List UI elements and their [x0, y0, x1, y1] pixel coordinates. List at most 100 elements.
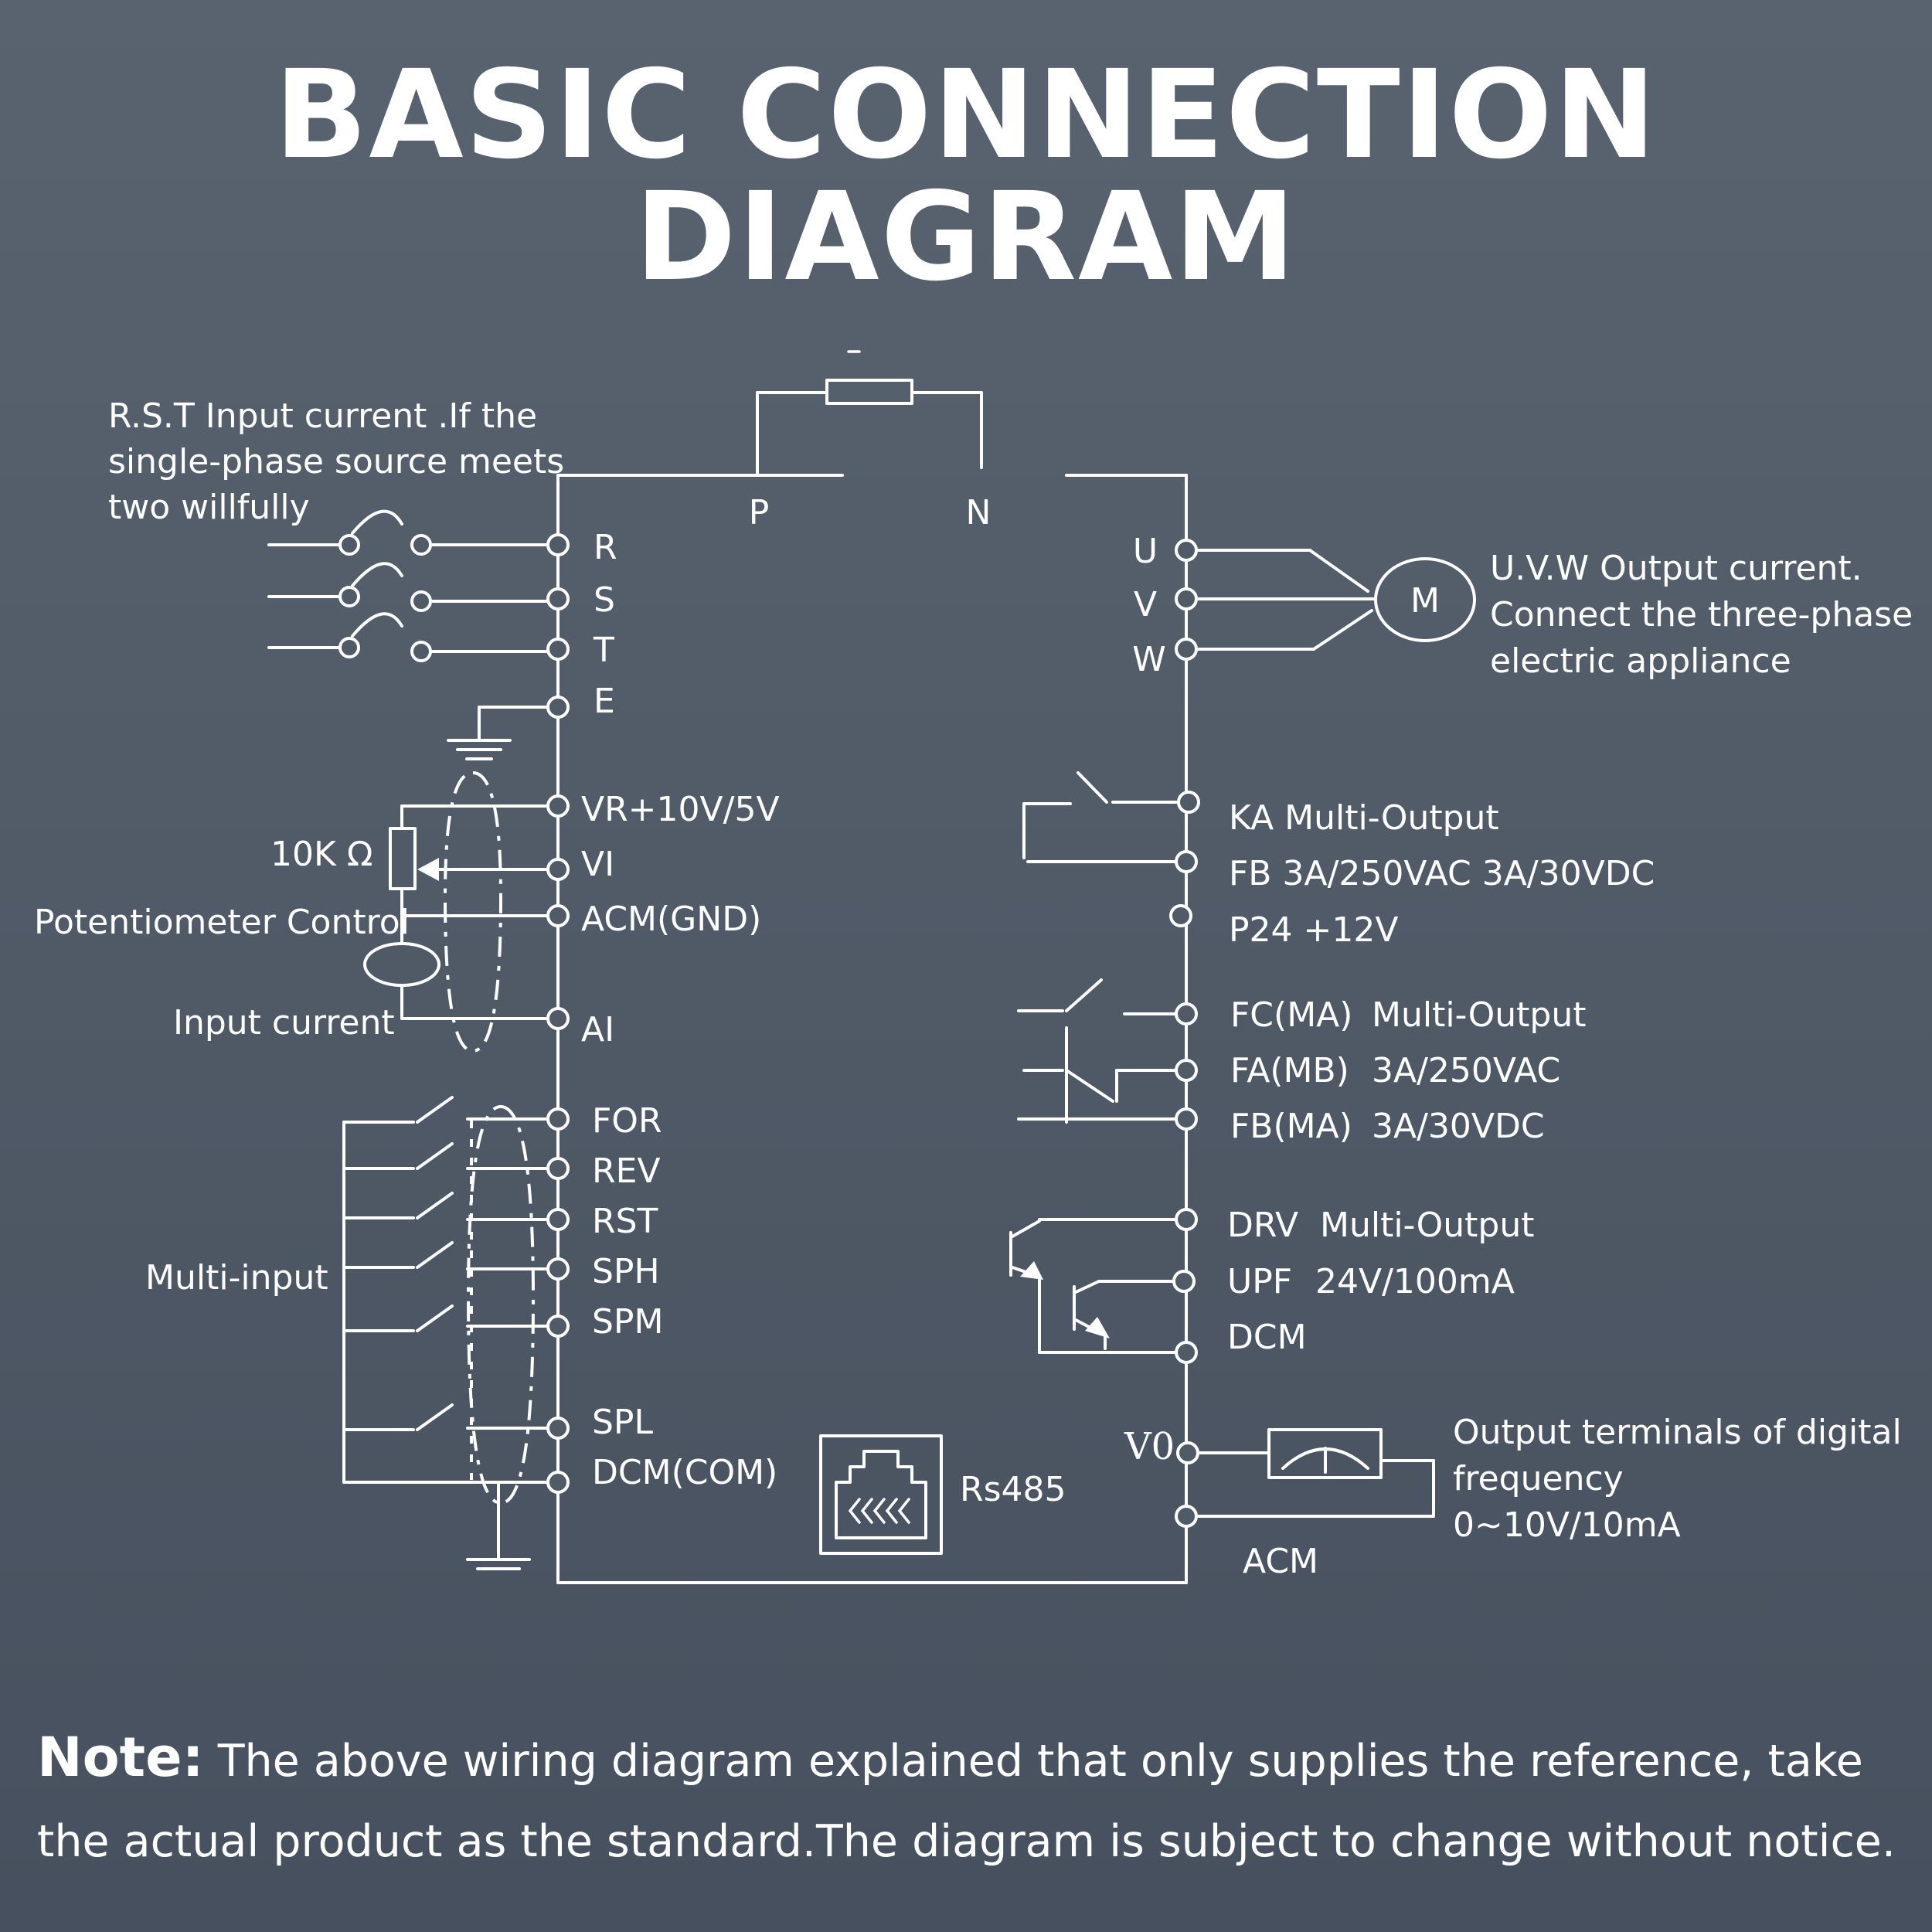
rst-note-line3: two willfully [108, 488, 310, 527]
terminal-vi: VI [581, 845, 614, 884]
terminal-rst: RST [592, 1202, 658, 1241]
potentiometer-icon [363, 804, 549, 1020]
relay1-line2: FB 3A/250VAC 3A/30VDC [1229, 854, 1655, 893]
note-heading: Note: [37, 1726, 204, 1789]
relay1-line3: P24 +12V [1229, 910, 1398, 950]
terminal-ka-dot [1177, 791, 1200, 814]
terminal-fb-ma-dot [1175, 1107, 1198, 1131]
terminal-dcm-com: DCM(COM) [592, 1453, 777, 1492]
terminal-drv-dot [1175, 1208, 1198, 1231]
terminal-acm-out: ACM [1243, 1542, 1318, 1581]
terminal-fc-dot [1175, 1002, 1198, 1026]
terminal-p: P [749, 493, 770, 532]
terminal-ai: AI [581, 1010, 614, 1049]
terminal-s-dot [546, 587, 570, 611]
potentiometer-label: Potentiometer Control [34, 903, 410, 942]
terminal-vi-dot [546, 858, 570, 881]
page-title: BASIC CONNECTION DIAGRAM [274, 44, 1658, 308]
terminal-t: T [593, 631, 614, 670]
note-text: The above wiring diagram explained that … [37, 1736, 1896, 1867]
shield-loop-analog [443, 770, 503, 1053]
terminal-acm-dot [546, 904, 570, 927]
rst-note-line1: R.S.T Input current .If the [108, 396, 537, 436]
motor-wiring [1195, 549, 1377, 651]
rst-note-line2: single-phase source meets [108, 442, 564, 481]
terminal-ai-dot [546, 1007, 570, 1030]
terminal-r: R [594, 528, 617, 567]
terminal-dcm-dot [1175, 1341, 1198, 1364]
terminal-w-dot [1175, 638, 1198, 661]
rs485-port-icon [819, 1434, 943, 1555]
motor-icon [1374, 557, 1476, 642]
frequency-meter-icon [1195, 1428, 1435, 1518]
uvw-note-line2: Connect the three-phase [1490, 595, 1913, 634]
terminal-r-dot [546, 533, 570, 556]
terminal-for: FOR [592, 1101, 662, 1141]
transistor-terminal-drv: DRV [1227, 1206, 1298, 1245]
terminal-s: S [594, 580, 615, 620]
terminal-for-dot [546, 1107, 570, 1131]
terminal-v0: V0 [1124, 1425, 1175, 1468]
relay2-spec-2: 3A/250VAC [1372, 1051, 1560, 1090]
relay2-spec-3: 3A/30VDC [1372, 1107, 1545, 1146]
transistor-icon [1009, 1218, 1178, 1354]
freq-note-line2: frequency [1453, 1459, 1624, 1498]
transistor-terminal-upf: UPF [1227, 1262, 1292, 1301]
freq-note-line1: Output terminals of digital [1453, 1413, 1902, 1452]
terminal-u: U [1133, 532, 1158, 571]
terminal-e-dot [546, 696, 570, 719]
input-breaker [267, 509, 550, 662]
shield-loop-digital [466, 1104, 536, 1505]
digital-input-switches [342, 1096, 549, 1570]
input-current-label: Input current [173, 1003, 395, 1043]
uvw-note-line3: electric appliance [1490, 641, 1791, 681]
terminal-sph-dot [546, 1257, 570, 1281]
terminal-n: N [966, 493, 992, 532]
footnote: Note: The above wiring diagram explained… [37, 1717, 1907, 1882]
terminal-p24-dot [1169, 904, 1192, 927]
relay-fc-contact [1017, 978, 1178, 1124]
multi-input-label: Multi-input [145, 1258, 328, 1298]
terminal-e: E [594, 682, 615, 721]
relay2-terminal-fa: FA(MB) [1230, 1051, 1349, 1090]
relay-ka-contact [1022, 771, 1178, 863]
terminal-v0-dot [1176, 1441, 1199, 1464]
rs485-label: Rs485 [960, 1470, 1066, 1509]
terminal-rst-dot [546, 1208, 570, 1231]
terminal-acm-gnd: ACM(GND) [581, 900, 761, 939]
terminal-u-dot [1175, 539, 1198, 562]
uvw-note-line1: U.V.W Output current. [1490, 549, 1862, 588]
relay2-spec-1: Multi-Output [1372, 995, 1587, 1035]
freq-note-line3: 0~10V/10mA [1453, 1505, 1681, 1545]
terminal-upf-dot [1172, 1270, 1196, 1293]
terminal-spl-dot [546, 1417, 570, 1440]
terminal-fb-dot [1175, 850, 1198, 873]
transistor-spec-1: Multi-Output [1320, 1206, 1535, 1245]
transistor-terminal-dcm: DCM [1227, 1318, 1307, 1357]
terminal-rev: REV [592, 1151, 660, 1191]
terminal-t-dot [546, 638, 570, 661]
braking-resistor [756, 350, 983, 474]
relay2-terminal-fb: FB(MA) [1230, 1107, 1352, 1146]
terminal-spm: SPM [592, 1302, 663, 1342]
ground-icon [447, 706, 549, 760]
transistor-spec-2: 24V/100mA [1315, 1262, 1515, 1301]
resistor-label: 10K Ω [270, 835, 372, 874]
relay2-terminal-fc: FC(MA) [1230, 995, 1352, 1035]
terminal-dcm-com-dot [546, 1471, 570, 1494]
terminal-sph: SPH [592, 1252, 660, 1291]
terminal-v: V [1134, 585, 1157, 624]
terminal-vr: VR+10V/5V [581, 790, 780, 829]
terminal-spl: SPL [592, 1403, 653, 1442]
terminal-v-dot [1175, 587, 1198, 611]
terminal-rev-dot [546, 1157, 570, 1180]
terminal-fa-dot [1175, 1059, 1198, 1082]
relay1-line1: KA Multi-Output [1229, 798, 1499, 838]
terminal-w: W [1132, 640, 1166, 679]
terminal-acm-out-dot [1175, 1505, 1198, 1528]
motor-label: M [1410, 581, 1440, 621]
terminal-vr-dot [546, 794, 570, 818]
terminal-spm-dot [546, 1315, 570, 1338]
